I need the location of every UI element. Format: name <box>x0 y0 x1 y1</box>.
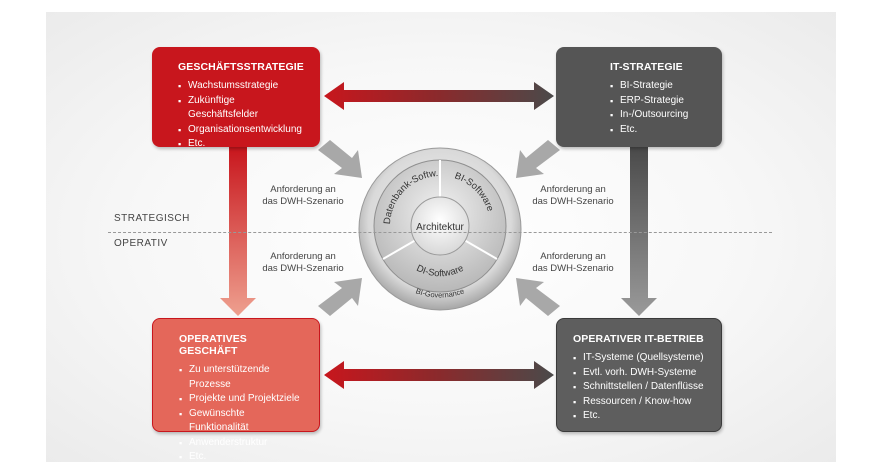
ring-label-bi-governance: BI-Governance <box>415 286 466 299</box>
diagonal-arrow-top-right <box>516 140 560 178</box>
level-label-strategic: STRATEGISCH <box>114 213 190 224</box>
double-arrow-bottom <box>324 361 554 389</box>
box-title: OPERATIVES GESCHÄFT <box>179 333 247 357</box>
list-item: Anwenderstruktur <box>179 436 305 451</box>
list-item: ERP-Strategie <box>610 94 708 109</box>
requirement-line-1: Anforderung an <box>540 251 606 262</box>
requirement-line-2: das DWH-Szenario <box>262 196 344 207</box>
requirement-line-1: Anforderung an <box>540 184 606 195</box>
double-arrow-top <box>324 82 554 110</box>
list-item: Etc. <box>610 123 708 138</box>
list-item: Gewünschte Funktionalität <box>179 407 305 436</box>
list-item: In-/Outsourcing <box>610 108 708 123</box>
box-business-strategy: GESCHÄFTSSTRATEGIE Wachstumsstrategie Zu… <box>152 47 320 151</box>
box-item-list: BI-Strategie ERP-Strategie In-/Outsourci… <box>610 79 708 137</box>
requirement-line-1: Anforderung an <box>270 184 336 195</box>
requirement-label-top-left: Anforderung an das DWH-Szenario <box>258 184 348 208</box>
center-core-label: Architektur <box>416 222 464 233</box>
list-item: Projekte und Projektziele <box>179 392 305 407</box>
segment-label-di-software: DI-Software <box>415 263 466 279</box>
diagonal-arrow-bottom-right <box>516 278 560 316</box>
requirement-label-top-right: Anforderung an das DWH-Szenario <box>528 184 618 208</box>
vertical-arrow-left <box>220 147 256 316</box>
list-item: BI-Strategie <box>610 79 708 94</box>
list-item: Organisationsentwicklung <box>178 123 306 138</box>
diagonal-arrow-top-left <box>318 140 362 178</box>
box-item-list: IT-Systeme (Quellsysteme) Evtl. vorh. DW… <box>573 351 707 424</box>
box-title: OPERATIVER IT-BETRIEB <box>573 333 704 345</box>
list-item: Wachstumsstrategie <box>178 79 306 94</box>
list-item: Zukünftige Geschäftsfelder <box>178 94 306 123</box>
requirement-line-2: das DWH-Szenario <box>532 263 614 274</box>
requirement-label-bottom-left: Anforderung an das DWH-Szenario <box>258 251 348 275</box>
box-item-list: Zu unterstützende Prozesse Projekte und … <box>179 363 305 465</box>
list-item: Etc. <box>178 137 306 152</box>
box-it-strategy: IT-STRATEGIE BI-Strategie ERP-Strategie … <box>556 47 722 147</box>
box-title: IT-STRATEGIE <box>610 61 683 73</box>
list-item: Evtl. vorh. DWH-Systeme <box>573 366 707 381</box>
list-item: Zu unterstützende Prozesse <box>179 363 305 392</box>
box-title: GESCHÄFTSSTRATEGIE <box>178 61 304 73</box>
list-item: Etc. <box>179 450 305 465</box>
list-item: Schnittstellen / Datenflüsse <box>573 380 707 395</box>
requirement-line-2: das DWH-Szenario <box>532 196 614 207</box>
list-item: IT-Systeme (Quellsysteme) <box>573 351 707 366</box>
requirement-line-2: das DWH-Szenario <box>262 263 344 274</box>
center-architecture-diagram <box>358 147 522 311</box>
strategic-operative-divider <box>108 232 772 233</box>
requirement-label-bottom-right: Anforderung an das DWH-Szenario <box>528 251 618 275</box>
vertical-arrow-right <box>621 147 657 316</box>
list-item: Ressourcen / Know-how <box>573 395 707 410</box>
box-item-list: Wachstumsstrategie Zukünftige Geschäftsf… <box>178 79 306 152</box>
box-it-operations: OPERATIVER IT-BETRIEB IT-Systeme (Quells… <box>556 318 722 432</box>
level-label-operative: OPERATIV <box>114 238 168 249</box>
diagonal-arrow-bottom-left <box>318 278 362 316</box>
list-item: Etc. <box>573 409 707 424</box>
box-operative-business: OPERATIVES GESCHÄFT Zu unterstützende Pr… <box>152 318 320 464</box>
requirement-line-1: Anforderung an <box>270 251 336 262</box>
